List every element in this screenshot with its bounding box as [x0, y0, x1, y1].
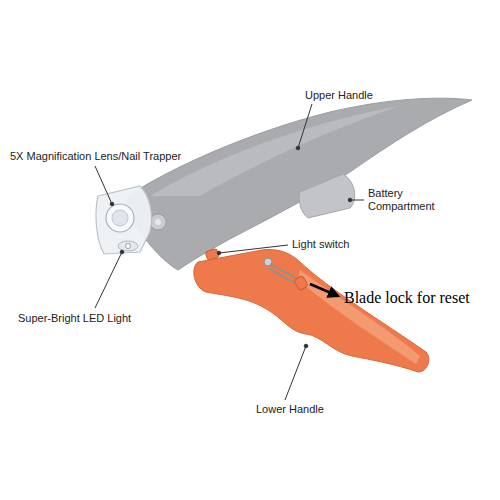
- pointer-arrow: [310, 284, 338, 296]
- leader-line: [95, 252, 122, 308]
- upper-handle: [128, 98, 472, 270]
- leader-line: [298, 104, 312, 148]
- leader-line: [95, 166, 112, 204]
- part-label: 5X Magnification Lens/Nail Trapper: [10, 150, 181, 163]
- part-label: Lower Handle: [256, 403, 324, 416]
- lower-handle-shade: [298, 270, 420, 364]
- upper-handle-highlight: [150, 106, 400, 196]
- lower-handle: [194, 250, 429, 373]
- part-label: Super-Bright LED Light: [18, 312, 131, 325]
- leader-line: [285, 346, 306, 400]
- part-label: Blade lock for reset: [344, 288, 470, 307]
- lens-head: [96, 186, 152, 254]
- part-label: Battery Compartment: [368, 187, 446, 213]
- battery-compartment: [299, 174, 354, 218]
- part-label: Light switch: [292, 238, 349, 251]
- leader-line: [219, 245, 288, 253]
- part-label: Upper Handle: [305, 89, 373, 102]
